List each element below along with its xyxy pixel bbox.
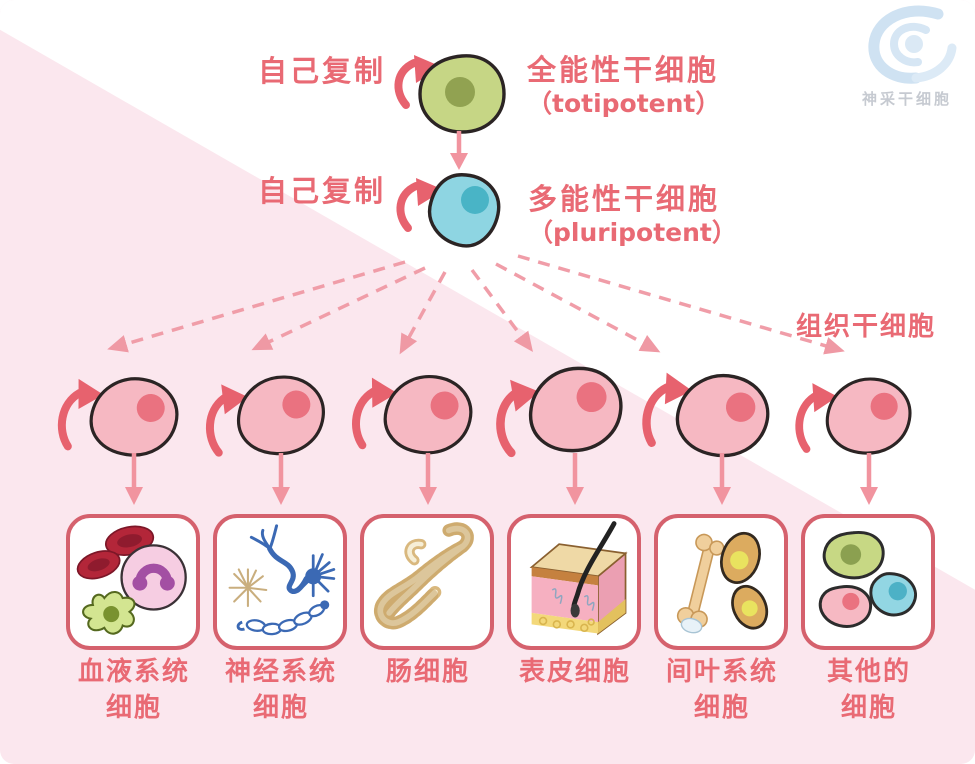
- brand-logo-icon: [868, 5, 957, 84]
- down-arrow-icon: [566, 453, 584, 505]
- bone-and-cells-illustration: [676, 531, 769, 634]
- self-replicate-label-pluripotent: 自己复制: [258, 174, 387, 208]
- totipotent-name: 全能性干细胞: [527, 53, 720, 87]
- intestine-illustration: [374, 522, 474, 630]
- self-renew-arrow-icon: [396, 178, 444, 232]
- totipotent-name-en: （totipotent）: [527, 89, 721, 119]
- column-label-mesenchymal: 间叶系统细胞: [665, 657, 778, 723]
- tissue-stem-cell: [496, 366, 623, 458]
- down-arrow-icon: [419, 453, 437, 505]
- down-arrow-icon: [272, 453, 290, 505]
- tissue-stem-cell: [642, 372, 770, 458]
- tissue-box-skin: [507, 514, 641, 650]
- differentiation-arrows-icon: [107, 254, 845, 355]
- neurons-illustration: [228, 524, 336, 636]
- tissue-stem-cell: [205, 375, 325, 457]
- blood-cells-illustration: [76, 525, 187, 635]
- down-arrow-icon: [860, 453, 878, 505]
- tissue-stem-cell: [352, 374, 473, 455]
- pluripotent-cell: [428, 173, 501, 248]
- skin-illustration: [529, 521, 628, 636]
- pluripotent-name-en: （pluripotent）: [528, 218, 737, 248]
- tissue-box-mesenchymal: [654, 514, 788, 650]
- pluripotent-name: 多能性干细胞: [528, 182, 721, 216]
- tissue-box-intestine: [360, 514, 494, 650]
- column-label-other: 其他的细胞: [826, 657, 911, 723]
- tissue-stem-cell: [795, 377, 912, 455]
- tissue-stem-cell-label: 组织干细胞: [796, 312, 937, 342]
- other-cells-illustration: [818, 531, 917, 628]
- down-arrow-icon: [450, 131, 468, 170]
- column-label-skin: 表皮细胞: [518, 657, 631, 687]
- totipotent-cell: [418, 54, 506, 134]
- brand-watermark: 神采干细胞: [862, 90, 953, 108]
- tissue-box-neural: [213, 514, 347, 650]
- column-label-blood: 血液系统细胞: [77, 657, 190, 723]
- down-arrow-icon: [713, 453, 731, 505]
- column-label-intestine: 肠细胞: [385, 657, 470, 687]
- tissue-box-other: [801, 514, 935, 650]
- self-replicate-label-totipotent: 自己复制: [258, 54, 387, 88]
- totipotent-name-block: 全能性干细胞 （totipotent）: [527, 53, 721, 119]
- tissue-box-blood: [66, 514, 200, 650]
- brand-logo: 神采干细胞: [862, 4, 975, 109]
- column-label-neural: 神经系统细胞: [224, 657, 337, 723]
- pluripotent-name-block: 多能性干细胞 （pluripotent）: [528, 182, 737, 248]
- tissue-stem-cell: [57, 377, 179, 457]
- down-arrow-icon: [125, 453, 143, 505]
